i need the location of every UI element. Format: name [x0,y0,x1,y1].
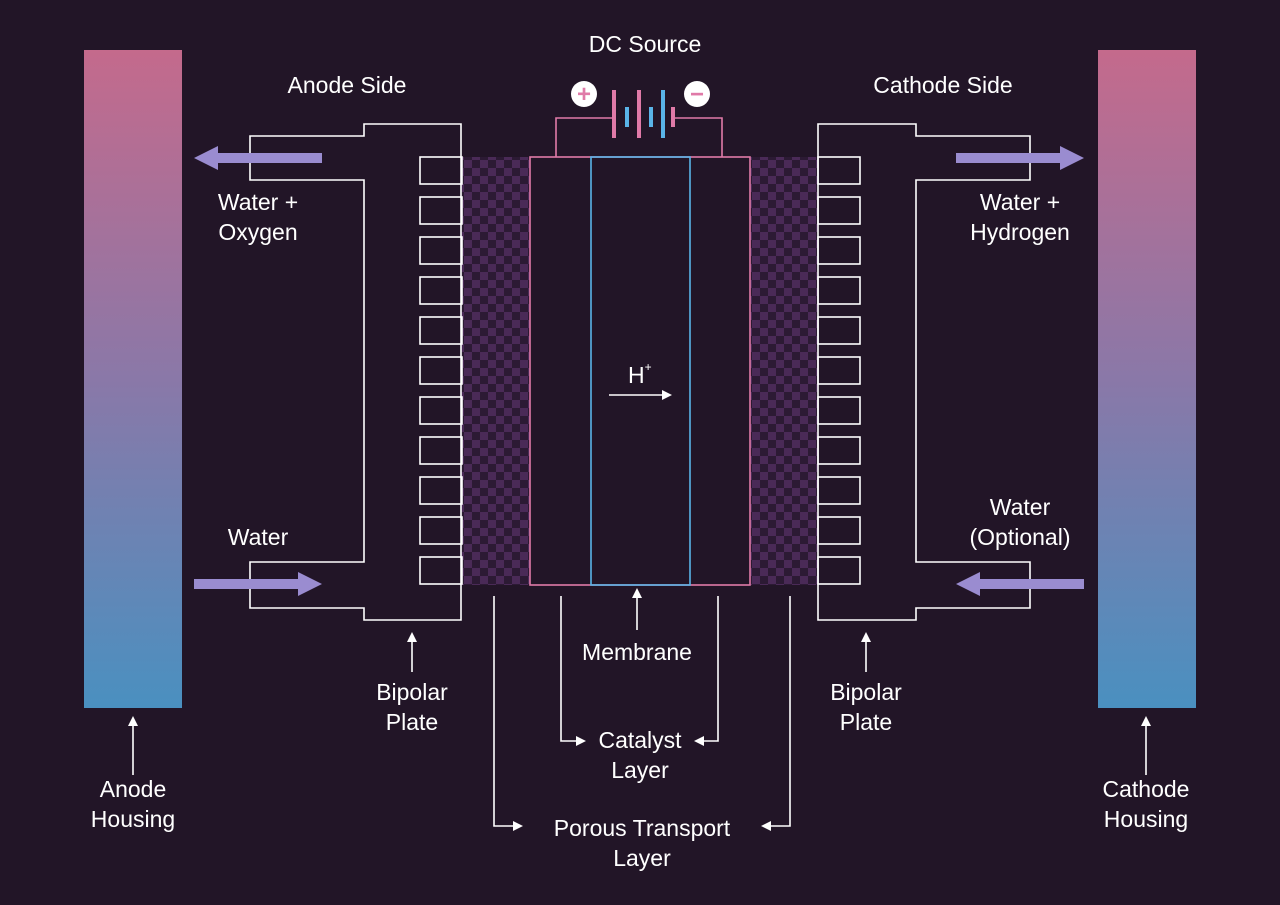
flow-channel-right [817,476,861,505]
hydrogen-out-arrow-icon [956,146,1084,170]
flow-channel-left [419,196,463,225]
flow-channel-right [817,316,861,345]
flow-channel-left [419,516,463,545]
flow-channel-left [419,236,463,265]
water-oxygen-label: Water +Oxygen [218,189,298,245]
flow-channel-left [419,556,463,585]
pointer-lines [128,588,1151,831]
negative-terminal-icon: − [684,81,710,108]
flow-channel-right [817,196,861,225]
anode-housing [84,50,182,708]
flow-channel-left [419,356,463,385]
flow-channel-right [817,396,861,425]
flow-channel-right [817,516,861,545]
dc-wire-negative [672,117,723,157]
water-hydrogen-label: Water +Hydrogen [970,189,1070,245]
cathode-side-label: Cathode Side [873,72,1012,98]
flow-channel-left [419,316,463,345]
porous-transport-layer-left [461,157,530,585]
flow-channel-left [419,276,463,305]
flow-channel-left [419,476,463,505]
svg-text:+: + [577,81,591,108]
membrane-label: Membrane [582,639,692,665]
bipolar-plate-right [817,123,1031,621]
dc-source-title: DC Source [589,31,701,57]
water-optional-label: Water(Optional) [970,494,1071,550]
flow-channel-right [817,436,861,465]
membrane [590,156,691,586]
flow-channel-right [817,556,861,585]
water-in-arrow-icon [194,572,322,596]
flow-channel-right [817,276,861,305]
anode-side-label: Anode Side [288,72,407,98]
oxygen-out-arrow-icon [194,146,322,170]
cathode-housing [1098,50,1196,708]
flow-channel-right [817,236,861,265]
battery-icon [612,90,675,138]
flow-channel-left [419,156,463,185]
bipolar-plate-left [249,123,462,621]
dc-wire-positive [555,117,612,157]
positive-terminal-icon: + [571,81,597,108]
flow-channels [419,156,861,585]
proton-label: H+ [628,360,652,388]
water-optional-in-arrow-icon [956,572,1084,596]
flow-channel-right [817,156,861,185]
porous-transport-layer-right [750,157,818,585]
svg-text:−: − [690,81,704,108]
flow-channel-left [419,436,463,465]
flow-channel-left [419,396,463,425]
water-in-label: Water [228,524,289,550]
flow-channel-right [817,356,861,385]
